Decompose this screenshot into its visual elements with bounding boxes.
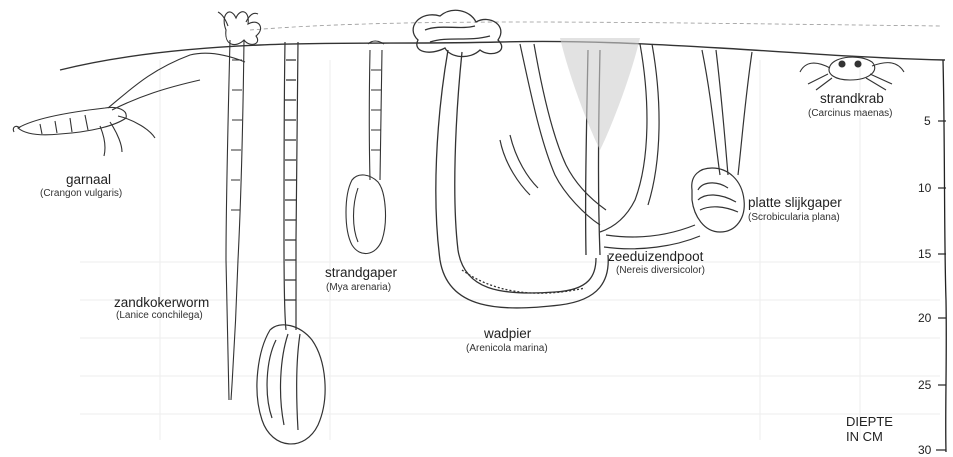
- label-strandkrab: strandkrab: [820, 92, 884, 106]
- latin-strandkrab: (Carcinus maenas): [808, 109, 892, 119]
- mya-center: [346, 41, 385, 254]
- depth-axis-line: [943, 60, 946, 452]
- label-strandgaper: strandgaper: [325, 266, 397, 280]
- label-platte-slijkgaper: platte slijkgaper: [748, 196, 842, 210]
- latin-strandgaper: (Mya arenaria): [326, 283, 391, 293]
- depth-tick-10: 10: [918, 181, 931, 195]
- depth-unit-label: DIEPTE IN CM: [846, 415, 893, 445]
- sediment-surface: [60, 41, 945, 70]
- depth-tick-20: 20: [918, 311, 931, 325]
- label-wadpier: wadpier: [484, 327, 531, 341]
- latin-wadpier: (Arenicola marina): [466, 344, 548, 354]
- sediment-funnel: [560, 38, 640, 150]
- label-garnaal: garnaal: [66, 173, 111, 187]
- mya-left: [257, 42, 325, 444]
- label-zeeduizendpoot: zeeduizendpoot: [608, 250, 703, 264]
- depth-tick-25: 25: [918, 378, 931, 392]
- lanice-tube: [218, 12, 261, 400]
- shrimp-figure: [13, 53, 245, 156]
- scrobicularia: [692, 50, 752, 232]
- depth-unit-line2: IN CM: [846, 430, 893, 445]
- latin-zeeduizendpoot: (Nereis diversicolor): [616, 266, 705, 276]
- label-zandkokerworm: zandkokerworm: [114, 296, 209, 310]
- depth-tick-15: 15: [918, 247, 931, 261]
- depth-tick-5: 5: [924, 114, 931, 128]
- latin-zandkokerworm: (Lanice conchilega): [116, 311, 203, 321]
- depth-unit-line1: DIEPTE: [846, 415, 893, 430]
- latin-garnaal: (Crangon vulgaris): [40, 189, 122, 199]
- crab-figure: [800, 57, 904, 90]
- latin-platte-slijkgaper: (Scrobicularia plana): [748, 213, 840, 223]
